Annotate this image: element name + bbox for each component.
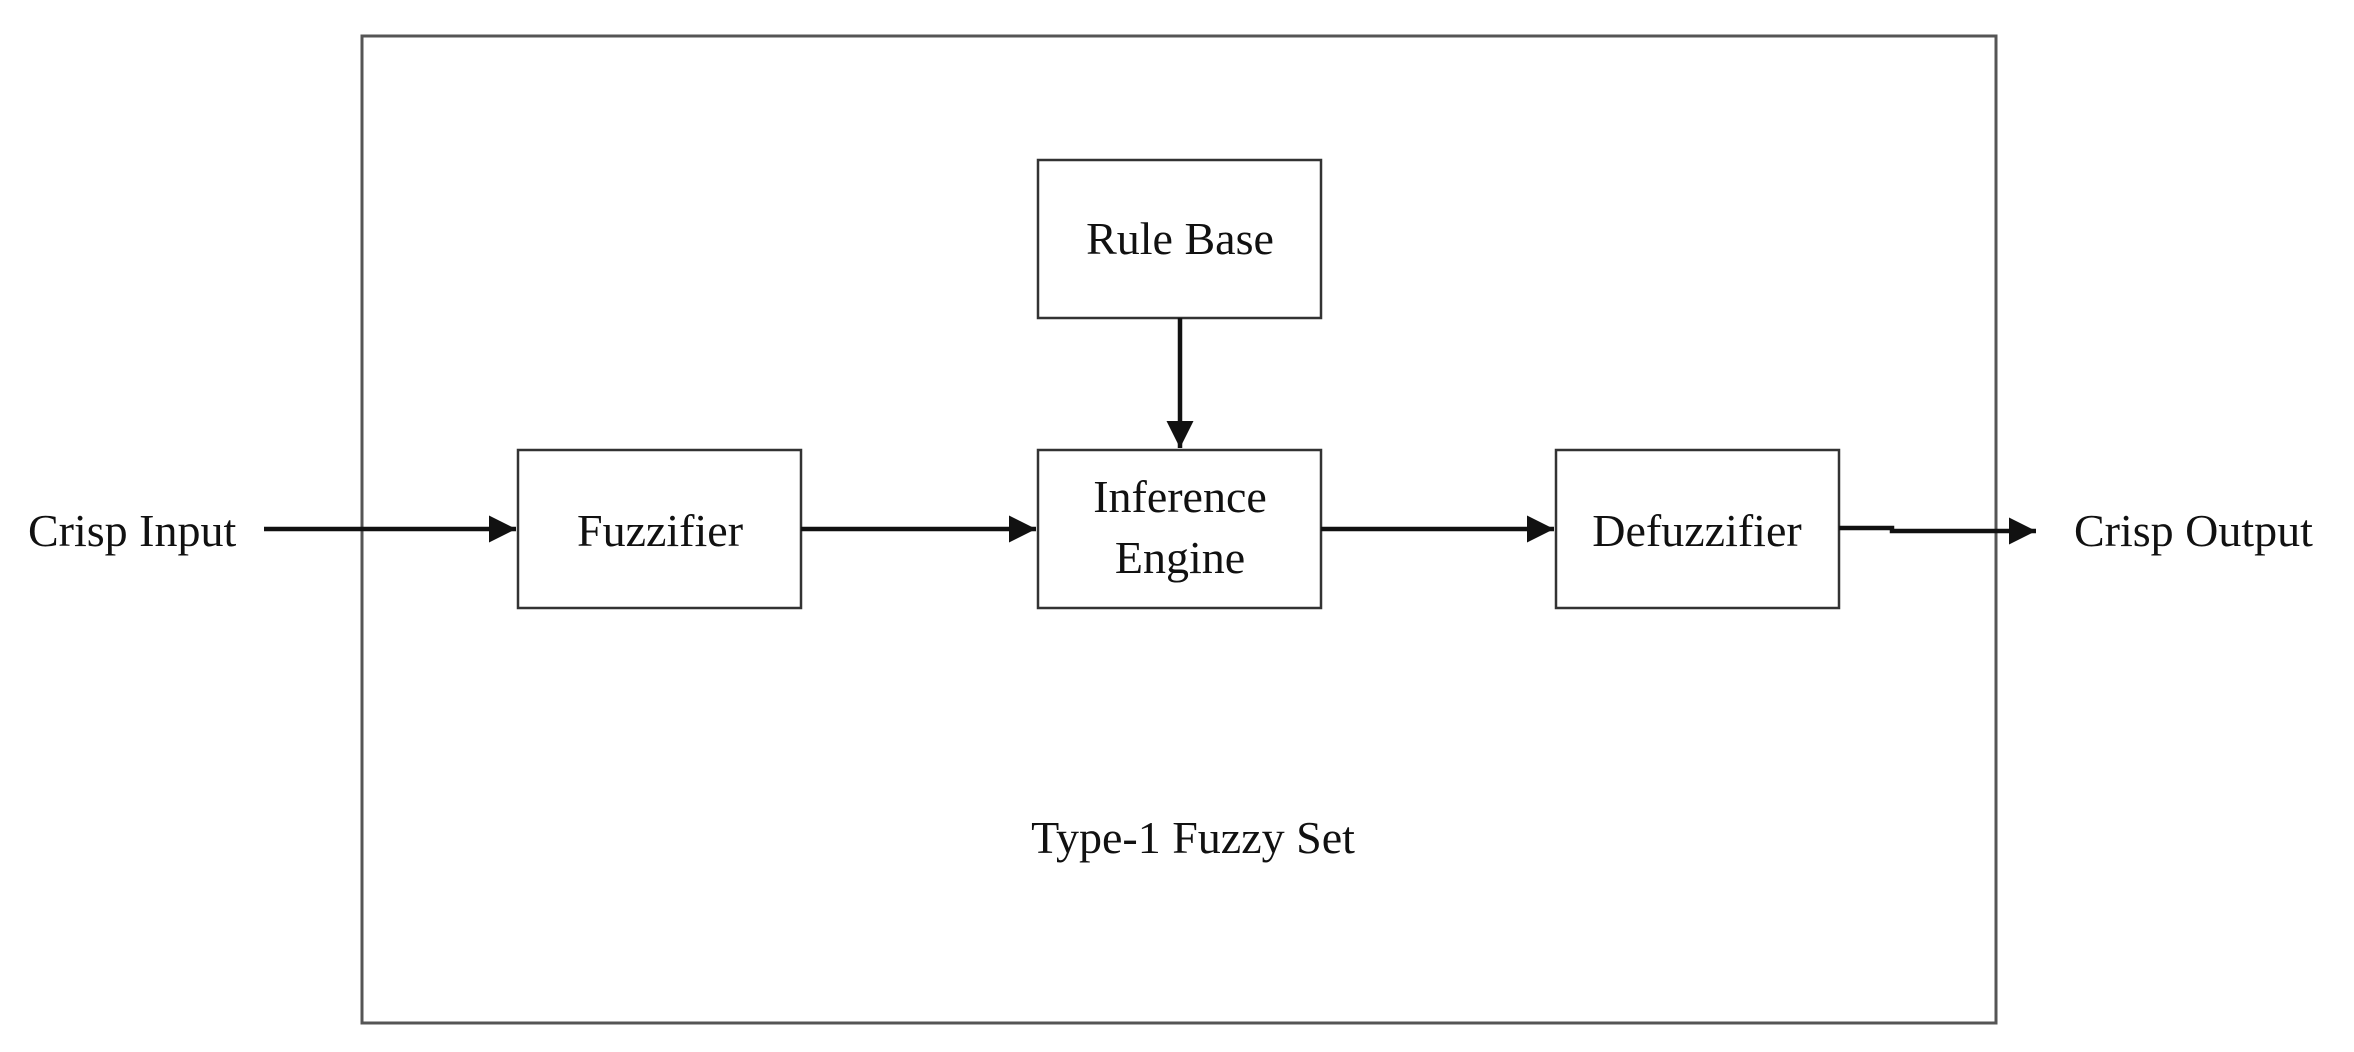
output-arrow [1839,517,2036,545]
crisp-input-label: Crisp Input [28,505,237,556]
inference-label-line1: Inference [1093,471,1267,522]
defuzzifier-label: Defuzzifier [1592,505,1801,556]
rule-base-label: Rule Base [1086,213,1274,264]
defuzzifier-block [1554,448,1841,610]
diagram-caption: Type-1 Fuzzy Set [1031,812,1355,863]
inference-label-line2: Engine [1115,532,1245,583]
fuzzifier-label: Fuzzifier [577,505,743,556]
fuzzifier-block [516,448,803,610]
crisp-output-label: Crisp Output [2074,505,2313,556]
